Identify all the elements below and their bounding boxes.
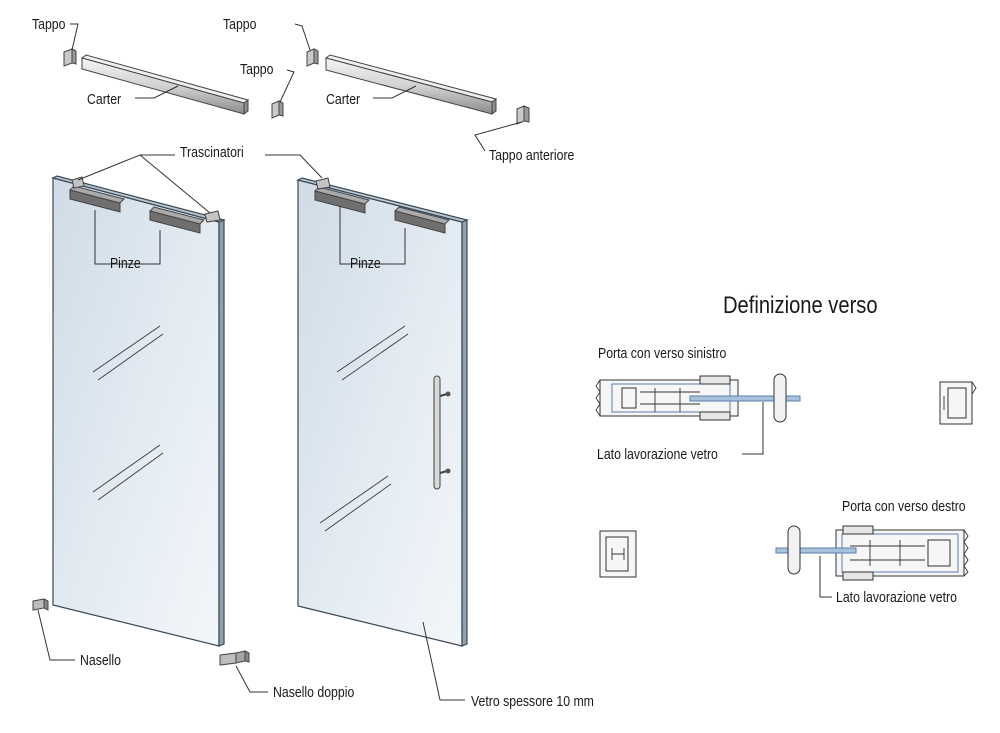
left-door-clamps [69,176,221,234]
left-hand-section [595,373,977,425]
label-tappo-middle: Tappo [223,16,257,32]
glass-side-label-top: Lato lavorazione vetro [597,446,718,462]
door-handle [433,375,451,490]
right-hand-section [599,525,969,581]
tappo-left-part [63,48,77,67]
direction-definition: Definizione verso Porta con verso sinist… [595,291,977,605]
label-vetro-spessore: Vetro spessore 10 mm [471,693,594,709]
nasello-doppio-part [219,650,250,666]
carter-left-part [80,54,250,115]
label-carter-right: Carter [326,91,361,107]
right-glass-door [296,177,469,647]
left-door-label: Porta con verso sinistro [598,345,727,361]
tappo-lower-part [271,100,284,119]
glass-side-label-bottom: Lato lavorazione vetro [836,589,957,605]
left-glass-door [32,175,250,666]
label-pinze-left: Pinze [110,255,141,271]
carter-right-part [324,54,498,115]
tappo-anteriore-part [516,105,530,125]
label-tappo-left: Tappo [32,16,66,32]
top-hardware [63,48,530,125]
label-nasello-doppio: Nasello doppio [273,684,355,700]
tappo-middle-part [306,48,319,67]
part-labels: Tappo Tappo Tappo Carter Carter Tappo an… [32,16,594,709]
label-trascinatori: Trascinatori [180,144,244,160]
label-tappo-anteriore: Tappo anteriore [489,147,575,163]
definition-title: Definizione verso [723,291,878,318]
right-door-label: Porta con verso destro [842,498,966,514]
right-door-clamps [314,177,450,234]
label-carter-left: Carter [87,91,122,107]
label-tappo-lower: Tappo [240,61,274,77]
label-pinze-right: Pinze [350,255,381,271]
label-nasello: Nasello [80,652,121,668]
nasello-part [32,598,49,611]
leader-lines [37,23,523,701]
